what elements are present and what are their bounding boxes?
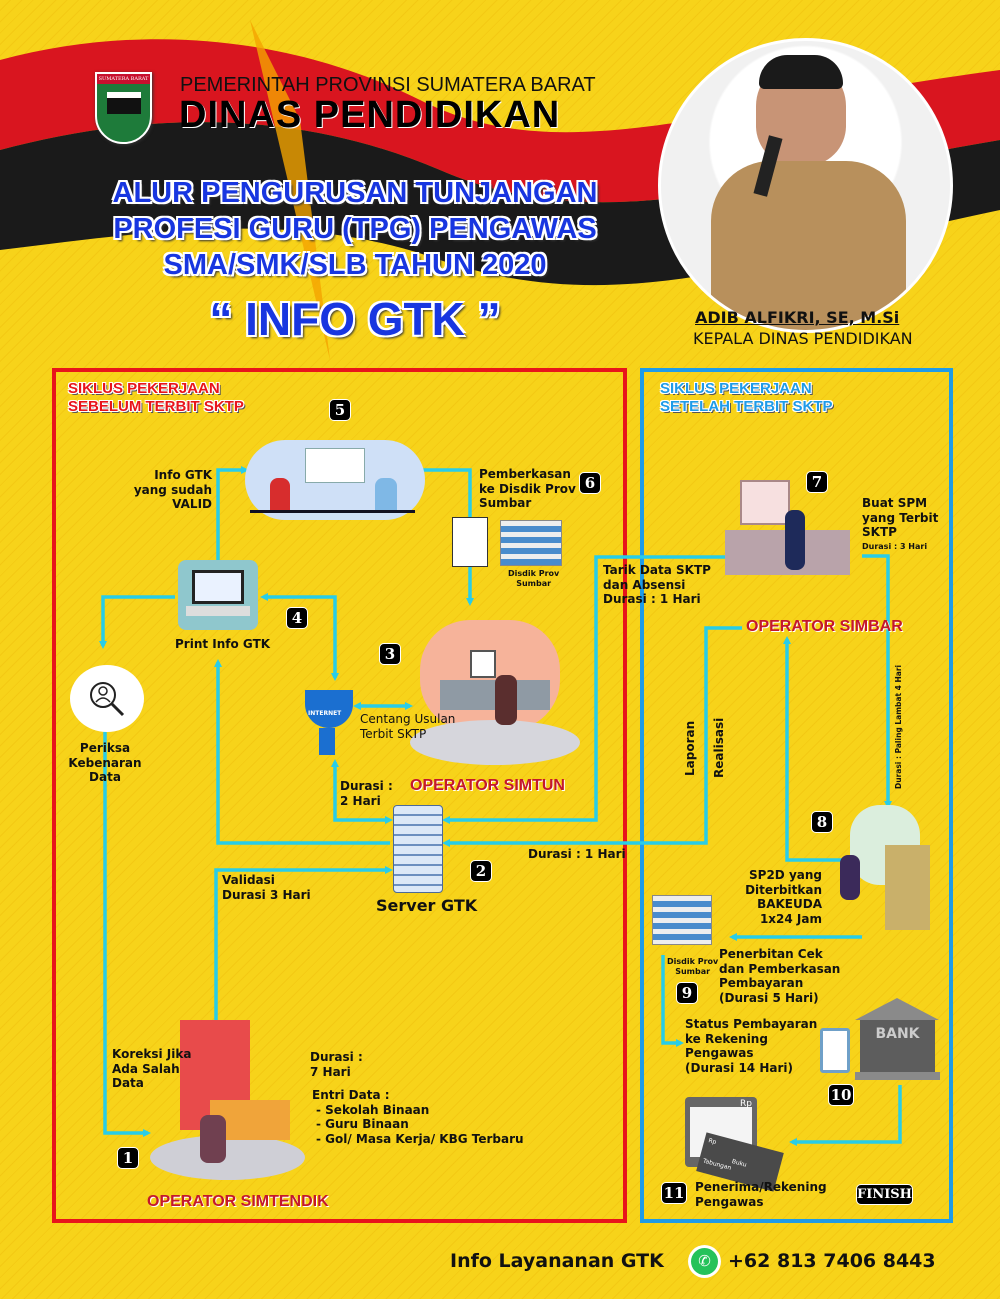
search-user-icon bbox=[70, 665, 144, 732]
step-9-badge: 9 bbox=[676, 982, 698, 1004]
bank-icon: BANK bbox=[855, 998, 940, 1082]
page-title-line-3: SMA/SMK/SLB TAHUN 2020 bbox=[163, 249, 547, 281]
government-name: PEMERINTAH PROVINSI SUMATERA BARAT bbox=[180, 74, 596, 96]
official-position: KEPALA DINAS PENDIDIKAN bbox=[693, 329, 913, 348]
bank-label: BANK bbox=[860, 1020, 935, 1072]
durasi-7-label: Durasi :7 Hari bbox=[310, 1050, 363, 1079]
step-7-badge: 7 bbox=[806, 471, 828, 493]
page-title-line-2: PROFESI GURU (TPG) PENGAWAS bbox=[113, 213, 597, 245]
operator-simbar-illustration bbox=[725, 470, 855, 610]
footer-label: Info Layananan GTK bbox=[450, 1250, 664, 1272]
durasi-2-label: Durasi :2 Hari bbox=[340, 779, 393, 808]
internet-label: INTERNET bbox=[308, 710, 342, 717]
official-name: ADIB ALFIKRI, SE, M.Si bbox=[695, 308, 900, 327]
step-8-badge: 8 bbox=[811, 811, 833, 833]
province-logo: SUMATERA BARAT bbox=[95, 72, 152, 144]
operator-simtendik-illustration bbox=[150, 1020, 305, 1185]
bakeuda-illustration bbox=[830, 805, 940, 935]
official-photo bbox=[658, 38, 953, 333]
internet-satellite-icon: INTERNET bbox=[305, 680, 355, 755]
step-10-badge: 10 bbox=[828, 1084, 854, 1106]
tagline: “ INFO GTK ” bbox=[209, 293, 501, 345]
laptop-icon bbox=[178, 560, 258, 630]
footer-phone[interactable]: +62 813 7406 8443 bbox=[728, 1250, 936, 1272]
operator-simtun-label: OPERATOR SIMTUN bbox=[410, 777, 565, 794]
print-info-label: Print Info GTK bbox=[175, 637, 271, 651]
durasi-3-label: Durasi : 3 Hari bbox=[862, 542, 928, 551]
step-11-badge: 11 bbox=[661, 1182, 687, 1204]
operator-simtun-illustration bbox=[410, 620, 580, 770]
durasi-4-label: Durasi : Paling Lambat 4 Hari bbox=[894, 664, 903, 789]
logo-text: SUMATERA BARAT bbox=[97, 74, 150, 84]
whatsapp-icon[interactable]: ✆ bbox=[688, 1245, 721, 1278]
finish-badge: FINISH bbox=[856, 1184, 913, 1205]
step-2-badge: 2 bbox=[470, 860, 492, 882]
office-building-icon bbox=[500, 520, 562, 566]
info-gtk-team-illustration bbox=[245, 440, 425, 520]
step-4-badge: 4 bbox=[286, 607, 308, 629]
server-gtk-label: Server GTK bbox=[376, 896, 478, 915]
entri-data-list: Entri Data : - Sekolah Binaan - Guru Bin… bbox=[312, 1088, 524, 1146]
agency-name: DINAS PENDIDIKAN bbox=[179, 94, 561, 136]
document-icon bbox=[452, 517, 488, 567]
page-title-line-1: ALUR PENGURUSAN TUNJANGAN bbox=[112, 177, 598, 209]
server-icon bbox=[393, 805, 443, 893]
office-building-icon bbox=[652, 895, 712, 945]
realisasi-label: Realisasi bbox=[712, 717, 726, 778]
step-6-badge: 6 bbox=[579, 472, 601, 494]
step-1-badge: 1 bbox=[117, 1147, 139, 1169]
checklist-icon bbox=[820, 1028, 850, 1073]
operator-simbar-label: OPERATOR SIMBAR bbox=[746, 618, 903, 635]
laporan-label: Laporan bbox=[683, 720, 697, 776]
step-5-badge: 5 bbox=[329, 399, 351, 421]
durasi-1-label: Durasi : 1 Hari bbox=[528, 847, 626, 861]
operator-simtendik-label: OPERATOR SIMTENDIK bbox=[147, 1193, 329, 1210]
step-3-badge: 3 bbox=[379, 643, 401, 665]
